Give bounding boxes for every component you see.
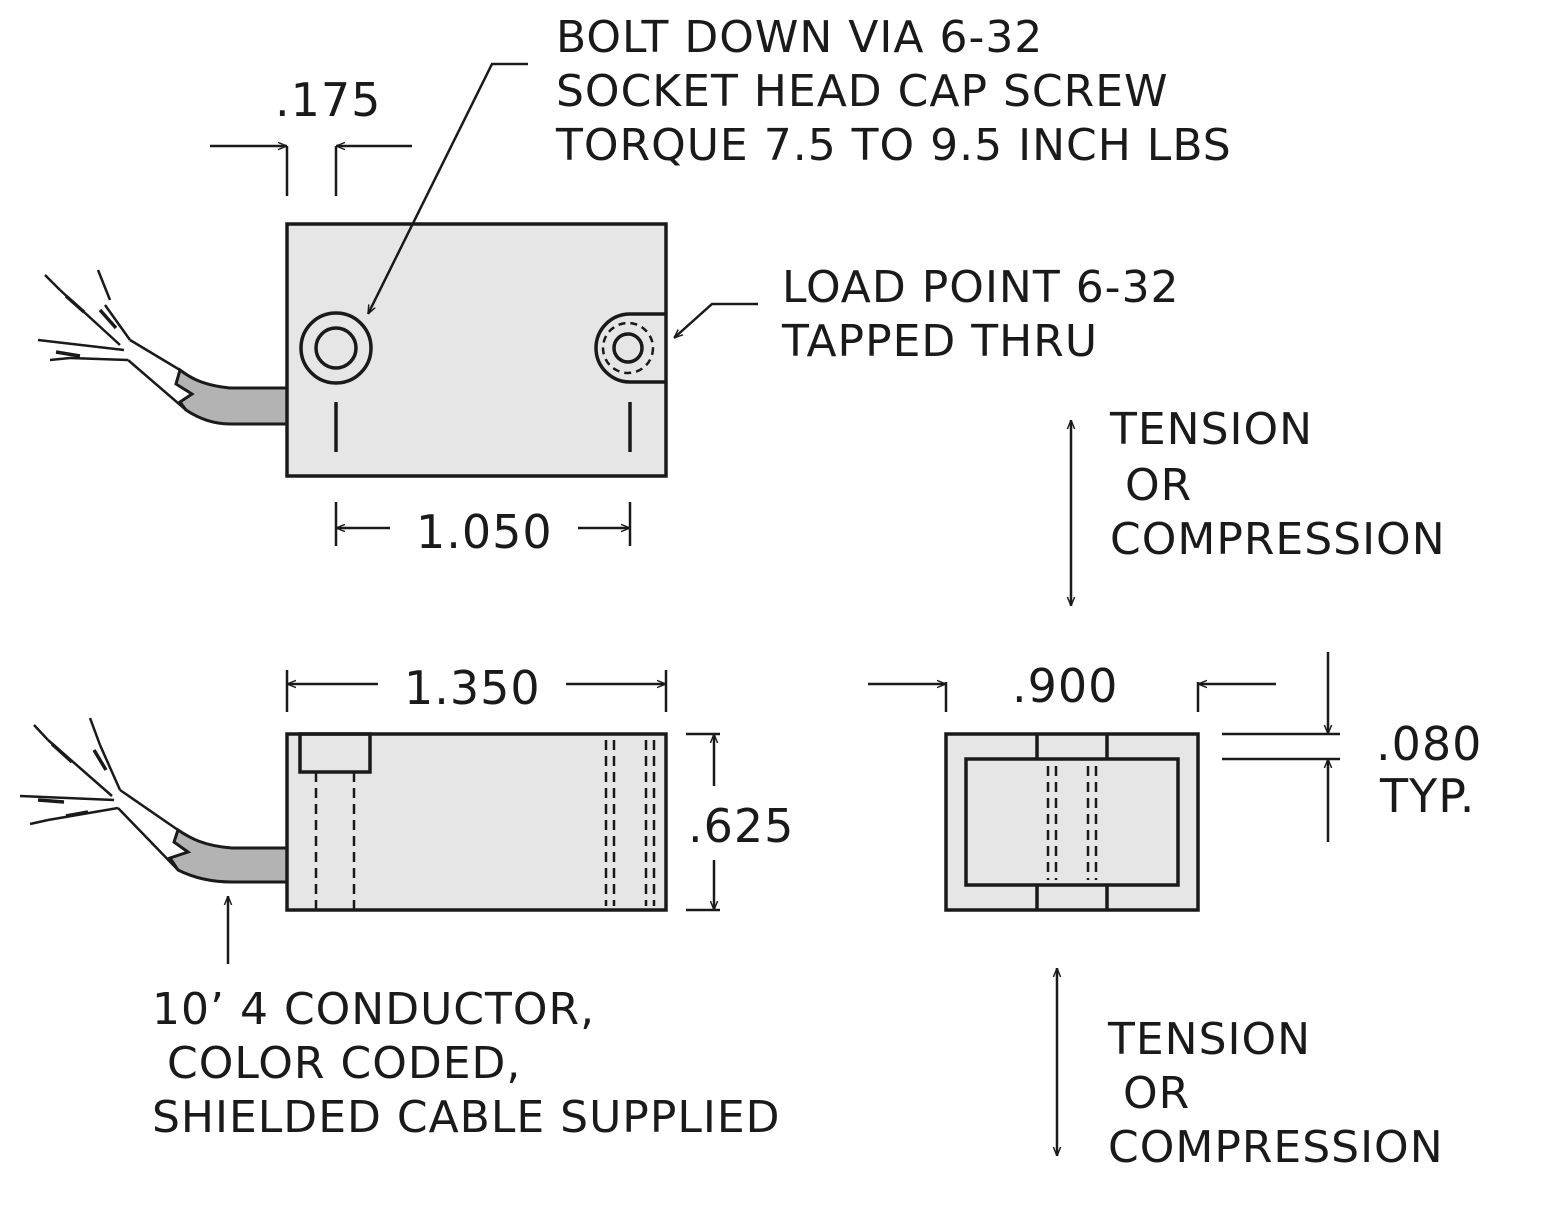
bolt-down-leader	[366, 62, 528, 314]
load-point-thread	[601, 321, 655, 375]
dim-080-note: TYP.	[1379, 769, 1475, 823]
load-point-line-2: TAPPED THRU	[781, 316, 1098, 367]
force-top-line-3: COMPRESSION	[1110, 514, 1446, 565]
bolt-down-line-2: SOCKET HEAD CAP SCREW	[556, 66, 1169, 117]
load-point-hole	[612, 332, 644, 364]
top-cable	[174, 367, 289, 426]
load-point-leader	[674, 302, 758, 338]
cable-line-1: 10’ 4 CONDUCTOR,	[152, 984, 595, 1035]
side-cable	[167, 827, 289, 884]
bolt-hole-inner	[314, 326, 358, 370]
end-view: .900 .080 TYP.	[868, 652, 1482, 912]
top-view: .175 1.050 BOLT DOWN VIA 6-32 SOCKET HEA…	[37, 12, 1232, 559]
bolt-down-line-1: BOLT DOWN VIA 6-32	[556, 12, 1043, 63]
side-view-body	[285, 732, 668, 912]
counterbore	[298, 732, 372, 774]
end-view-inner	[964, 757, 1180, 887]
force-bottom-line-1: TENSION	[1107, 1014, 1311, 1065]
force-bottom-line-2: OR	[1108, 1068, 1190, 1119]
top-view-body	[285, 222, 668, 478]
dim-080-label: .080	[1376, 717, 1482, 771]
dim-900-label: .900	[1012, 659, 1118, 713]
side-wires	[19, 717, 179, 871]
cable-line-3: SHIELDED CABLE SUPPLIED	[152, 1092, 781, 1143]
dim-175-label: .175	[275, 73, 381, 127]
end-view-body	[944, 732, 1200, 912]
force-indicator-top: TENSION OR COMPRESSION	[1071, 404, 1446, 606]
side-view: 1.350 .625 10’ 4 CONDUCTOR, COLOR CODED,…	[19, 661, 794, 1143]
load-point-line-1: LOAD POINT 6-32	[782, 262, 1180, 313]
top-wires	[37, 269, 187, 411]
bolt-hole-outer	[299, 311, 373, 385]
force-top-line-2: OR	[1110, 460, 1192, 511]
dim-625-label: .625	[688, 799, 794, 853]
load-point-slot	[594, 312, 666, 384]
force-bottom-line-3: COMPRESSION	[1108, 1122, 1444, 1173]
dim-1050-label: 1.050	[416, 505, 553, 559]
load-point-callout: LOAD POINT 6-32 TAPPED THRU	[781, 262, 1180, 367]
dim-1350-label: 1.350	[404, 661, 541, 715]
cable-callout: 10’ 4 CONDUCTOR, COLOR CODED, SHIELDED C…	[152, 984, 781, 1143]
force-top-line-1: TENSION	[1109, 404, 1313, 455]
bolt-down-callout: BOLT DOWN VIA 6-32 SOCKET HEAD CAP SCREW…	[555, 12, 1232, 171]
cable-line-2: COLOR CODED,	[152, 1038, 521, 1089]
bolt-down-line-3: TORQUE 7.5 TO 9.5 INCH LBS	[555, 120, 1232, 171]
force-indicator-bottom: TENSION OR COMPRESSION	[1057, 968, 1444, 1173]
